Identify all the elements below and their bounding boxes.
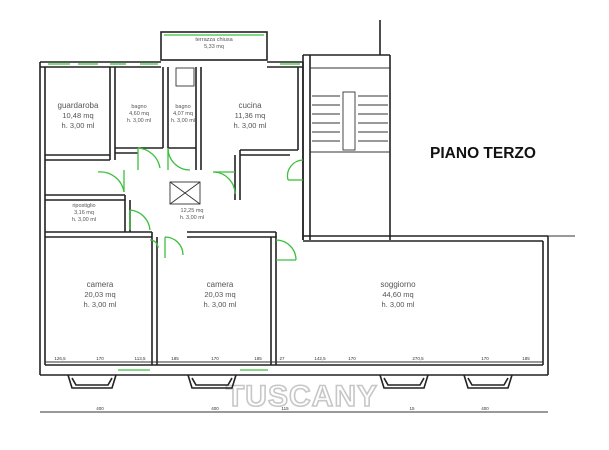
disimpegno-area: 12,25 mq (181, 208, 204, 214)
watermark-text: TUSCANY (226, 380, 378, 413)
room-bagno-1: bagno 4,60 mq h. 3,00 ml (127, 104, 151, 124)
terrazza-name: terrazza chiusa (195, 37, 233, 43)
dim-label: 270,5 (412, 356, 424, 361)
dim-label: 170 (348, 356, 356, 361)
dim-label: 400 (481, 406, 489, 411)
dim-label: 115 (281, 406, 289, 411)
dim-label: 15 (409, 406, 415, 411)
room-ripostiglio: ripostiglio 3,16 mq h. 3,00 ml (72, 203, 96, 223)
staircase (302, 20, 391, 240)
guardaroba-area: 10,48 mq (62, 111, 93, 120)
dim-label: 170 (211, 356, 219, 361)
room-terrazza: terrazza chiusa 5,33 mq (160, 31, 268, 61)
bagno2-height: h. 3,00 ml (171, 118, 195, 124)
room-soggiorno: soggiorno 44,60 mq h. 3,00 ml (380, 280, 416, 309)
room-disimpegno: 12,25 mq h. 3,00 ml (180, 208, 204, 221)
disimpegno-height: h. 3,00 ml (180, 215, 204, 221)
bay-windows (67, 369, 513, 389)
soggiorno-name: soggiorno (380, 280, 416, 289)
room-cucina: cucina 11,36 mq h. 3,00 ml (234, 101, 267, 130)
ripostiglio-height: h. 3,00 ml (72, 217, 96, 223)
camera1-height: h. 3,00 ml (84, 300, 117, 309)
cucina-area: 11,36 mq (235, 111, 266, 120)
camera1-area: 20,03 mq (84, 290, 115, 299)
room-guardaroba: guardaroba 10,48 mq h. 3,00 ml (58, 101, 99, 130)
dim-label: 170 (96, 356, 104, 361)
ripostiglio-area: 3,16 mq (74, 210, 94, 216)
door-swings (97, 147, 304, 261)
bagno1-name: bagno (131, 104, 146, 110)
dimension-lines (40, 361, 548, 413)
cucina-name: cucina (238, 101, 262, 110)
dim-label: 113,5 (135, 356, 146, 361)
ripostiglio-name: ripostiglio (72, 203, 95, 209)
dim-label: 27 (279, 356, 285, 361)
soggiorno-height: h. 3,00 ml (382, 300, 415, 309)
room-bagno-2: bagno 4,07 mq h. 3,00 ml (171, 104, 195, 124)
camera2-area: 20,03 mq (204, 290, 235, 299)
dim-label: 185 (254, 356, 262, 361)
dim-label: 400 (96, 406, 104, 411)
guardaroba-name: guardaroba (58, 101, 99, 110)
dimension-labels-upper: 126,5 170 113,5 185 170 185 27 142,5 170… (54, 356, 530, 361)
dim-label: 185 (171, 356, 179, 361)
floor-title: PIANO TERZO (430, 145, 536, 162)
room-camera-2: camera 20,03 mq h. 3,00 ml (204, 280, 237, 309)
camera2-name: camera (207, 280, 234, 289)
room-camera-1: camera 20,03 mq h. 3,00 ml (84, 280, 117, 309)
dim-label: 170 (481, 356, 489, 361)
dimension-labels-lower: 400 400 115 15 400 (96, 406, 489, 411)
camera2-height: h. 3,00 ml (204, 300, 237, 309)
terrazza-area: 5,33 mq (204, 44, 224, 50)
dim-label: 185 (522, 356, 530, 361)
bagno2-name: bagno (175, 104, 190, 110)
dim-label: 142,5 (314, 356, 326, 361)
interior-walls (45, 62, 304, 365)
guardaroba-height: h. 3,00 ml (62, 121, 95, 130)
bagno2-area: 4,07 mq (173, 111, 193, 117)
dim-label: 400 (211, 406, 219, 411)
outer-walls (39, 61, 575, 376)
camera1-name: camera (87, 280, 114, 289)
bagno1-height: h. 3,00 ml (127, 118, 151, 124)
cucina-height: h. 3,00 ml (234, 121, 267, 130)
soggiorno-area: 44,60 mq (382, 290, 413, 299)
dim-label: 126,5 (54, 356, 66, 361)
bagno1-area: 4,60 mq (129, 111, 149, 117)
